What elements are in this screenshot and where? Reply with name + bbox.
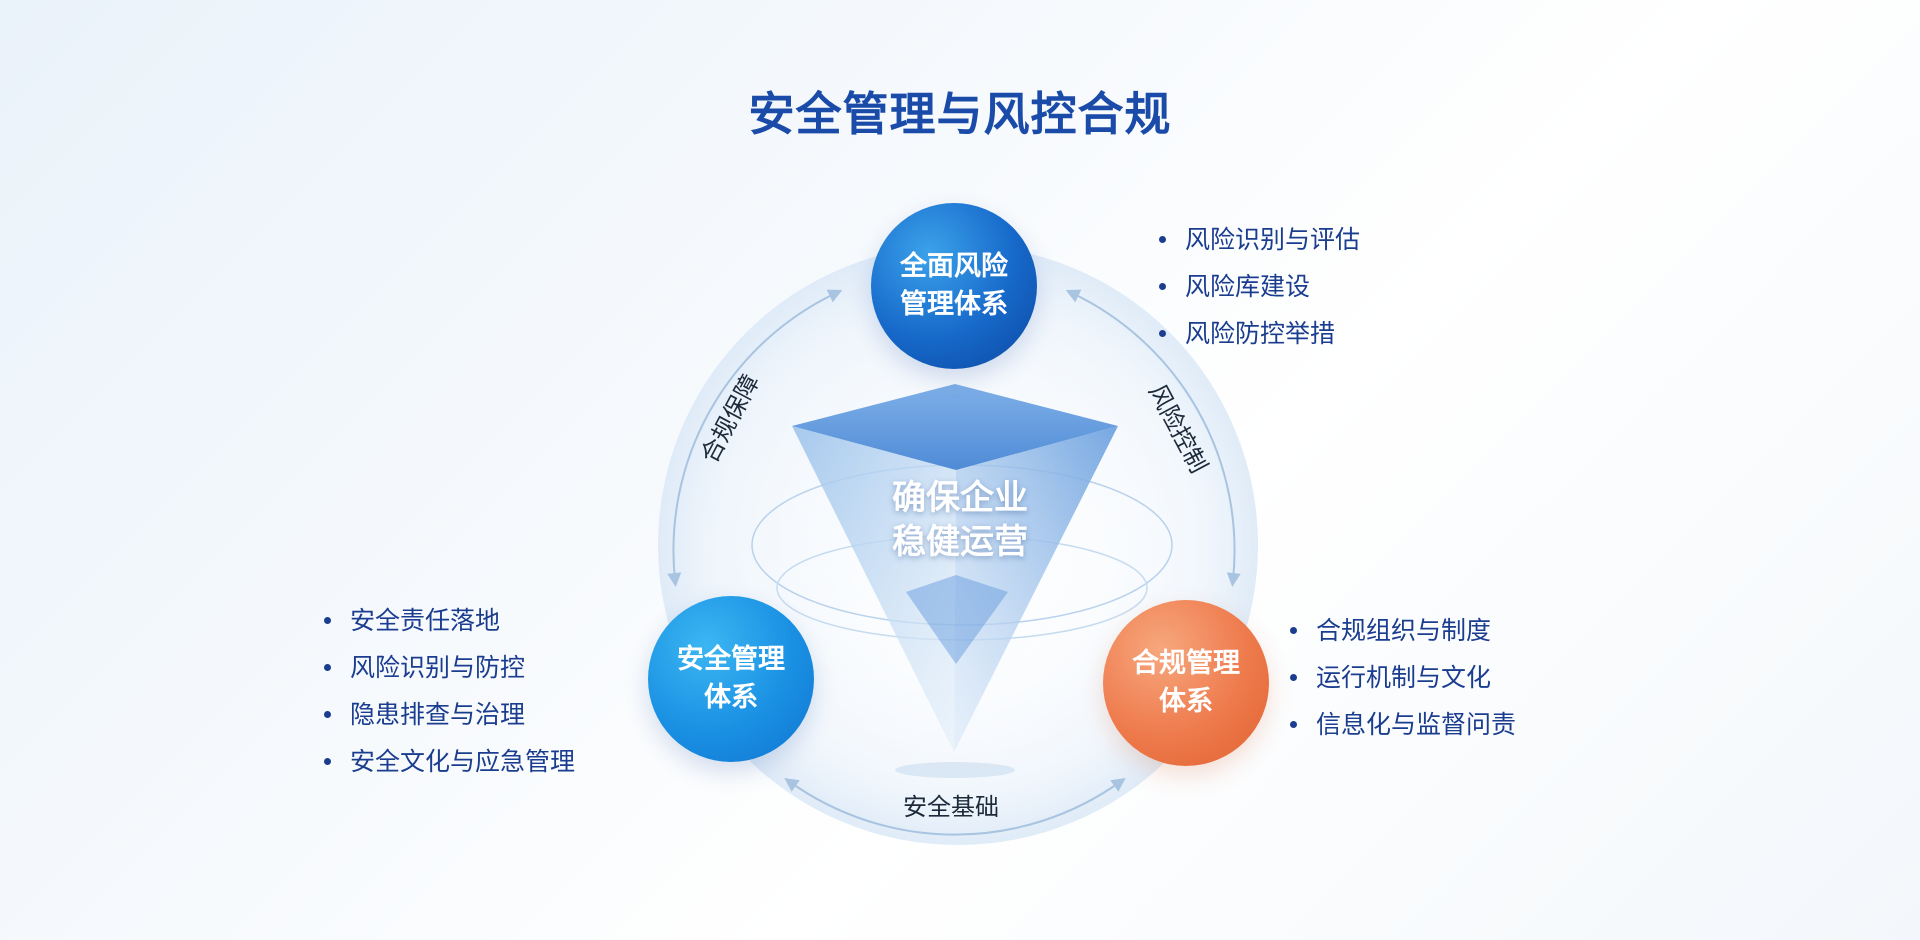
list-item: 风险识别与评估: [1155, 216, 1360, 263]
safety-management-list: 安全责任落地 风险识别与防控 隐患排查与治理 安全文化与应急管理: [320, 597, 575, 785]
node-compliance-management: 合规管理 体系: [1103, 600, 1269, 766]
node-compliance-management-line1: 合规管理: [1132, 648, 1240, 679]
list-item: 风险防控举措: [1155, 310, 1360, 357]
center-label-line1: 确保企业: [892, 478, 1028, 518]
list-item: 合规组织与制度: [1286, 607, 1516, 654]
pyramid-inner-cube: [906, 575, 1008, 664]
list-item: 安全文化与应急管理: [320, 738, 575, 785]
bullet-dot-icon: [1290, 627, 1297, 634]
bullet-dot-icon: [1290, 674, 1297, 681]
list-item-text: 安全文化与应急管理: [350, 747, 576, 776]
pyramid-top-face: [792, 384, 1118, 470]
arc-arrow-bottom: [784, 777, 1126, 836]
node-safety-management: 安全管理 体系: [648, 596, 814, 762]
pyramid-face-left: [792, 426, 956, 752]
node-risk-management: 全面风险 管理体系: [871, 203, 1037, 369]
node-safety-management-line2: 体系: [704, 682, 758, 713]
bullet-dot-icon: [1159, 283, 1166, 290]
arc-label-safety-foundation: 安全基础: [903, 793, 999, 821]
list-item-text: 合规组织与制度: [1316, 616, 1492, 645]
list-item-text: 信息化与监督问责: [1316, 710, 1517, 739]
pyramid-face-right: [954, 426, 1118, 752]
bullet-dot-icon: [324, 758, 331, 765]
center-label-line2: 稳健运营: [892, 522, 1028, 562]
bullet-dot-icon: [1290, 721, 1297, 728]
arc-arrow-left: [667, 289, 843, 587]
page-title: 安全管理与风控合规: [748, 87, 1172, 141]
bullet-dot-icon: [1159, 236, 1166, 243]
list-item: 风险库建设: [1155, 263, 1360, 310]
list-item-text: 隐患排查与治理: [350, 700, 526, 729]
node-risk-management-line1: 全面风险: [900, 251, 1008, 282]
list-item-text: 风险识别与防控: [350, 653, 526, 682]
list-item: 隐患排查与治理: [320, 691, 575, 738]
list-item: 信息化与监督问责: [1286, 701, 1516, 748]
node-compliance-management-line2: 体系: [1159, 686, 1213, 717]
list-item: 风险识别与防控: [320, 644, 575, 691]
node-safety-management-line1: 安全管理: [677, 644, 785, 675]
bullet-dot-icon: [324, 617, 331, 624]
arc-arrow-right: [1065, 289, 1241, 587]
list-item-text: 安全责任落地: [350, 606, 501, 635]
node-risk-management-line2: 管理体系: [900, 289, 1008, 320]
list-item-text: 运行机制与文化: [1316, 663, 1492, 692]
bullet-dot-icon: [324, 711, 331, 718]
list-item-text: 风险库建设: [1185, 272, 1311, 301]
bullet-dot-icon: [1159, 330, 1166, 337]
bullet-dot-icon: [324, 664, 331, 671]
center-label: 确保企业 稳健运营: [860, 476, 1060, 564]
pyramid-shadow: [895, 762, 1015, 778]
list-item: 运行机制与文化: [1286, 654, 1516, 701]
risk-management-list: 风险识别与评估 风险库建设 风险防控举措: [1155, 216, 1360, 357]
list-item-text: 风险防控举措: [1185, 319, 1336, 348]
list-item-text: 风险识别与评估: [1185, 225, 1361, 254]
compliance-management-list: 合规组织与制度 运行机制与文化 信息化与监督问责: [1286, 607, 1516, 748]
list-item: 安全责任落地: [320, 597, 575, 644]
